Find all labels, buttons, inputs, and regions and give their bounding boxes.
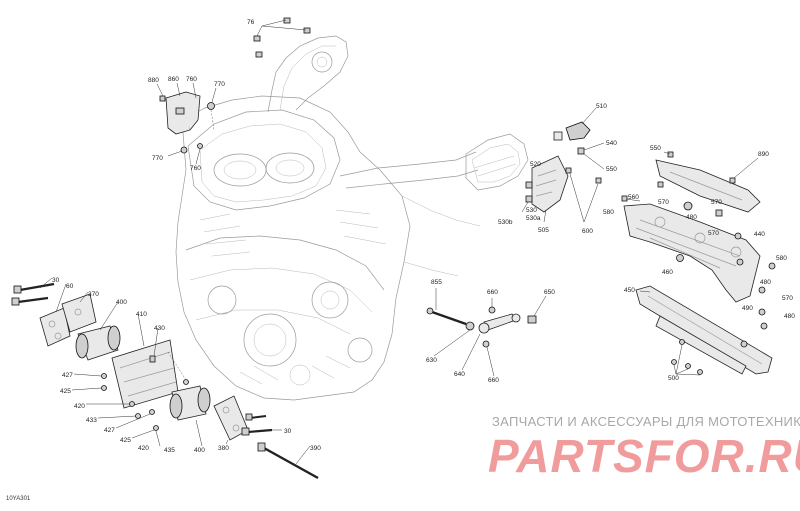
callout-480: 480 [686,214,697,221]
callout-420: 420 [74,403,85,410]
callout-760: 760 [186,76,197,83]
watermark: ЗАПЧАСТИ И АКСЕССУАРЫ ДЛЯ МОТОТЕХНИКИ PA… [488,414,800,482]
callout-427-lower: 427 [104,427,115,434]
callout-530: 530 [526,207,537,214]
callout-427: 427 [62,372,73,379]
callout-430: 430 [154,325,165,332]
callout-855: 855 [431,279,442,286]
engine-ghost-outline [175,35,481,401]
left-mount-assembly [11,277,319,480]
callout-770: 770 [214,81,225,88]
callout-370: 370 [88,291,99,298]
callout-650: 650 [544,289,555,296]
callout-570: 570 [658,199,669,206]
sensor-bracket-505-assembly [521,107,605,223]
callout-425-lower: 425 [120,437,131,444]
callout-440: 440 [754,231,765,238]
callout-580: 580 [603,209,614,216]
callout-480-right: 480 [760,279,771,286]
callout-880: 880 [148,77,159,84]
callout-425: 425 [60,388,71,395]
callout-600: 600 [582,228,593,235]
callout-400-lower: 400 [194,447,205,454]
callout-30-lower: 30 [284,428,292,435]
callout-433: 433 [86,417,97,424]
watermark-tagline: ЗАПЧАСТИ И АКСЕССУАРЫ ДЛЯ МОТОТЕХНИКИ [492,414,800,429]
bracket-860-assembly [156,82,217,165]
callout-505: 505 [538,227,549,234]
callout-860: 860 [168,76,179,83]
callout-510: 510 [596,103,607,110]
diagram-code: 10YA301 [6,496,31,502]
bracket-440-assembly [621,151,776,303]
callout-400: 400 [116,299,127,306]
callout-530a: 530a [526,215,541,222]
callout-760-lower: 760 [190,165,201,172]
callout-560: 560 [628,194,639,201]
callout-30: 30 [52,277,60,284]
callout-570-b: 570 [711,199,722,206]
callout-76: 76 [247,19,255,26]
callout-770-lower: 770 [152,155,163,162]
callout-490: 490 [742,305,753,312]
callout-500: 500 [668,375,679,382]
callout-580-right: 580 [776,255,787,262]
callout-420-lower: 420 [138,445,149,452]
callout-450: 450 [624,287,635,294]
callout-640: 640 [454,371,465,378]
callout-410: 410 [136,311,147,318]
callout-550-right: 550 [650,145,661,152]
callout-570-c: 570 [708,230,719,237]
bolt-set-76 [253,17,311,58]
watermark-brand: PARTSFOR.RU [488,430,800,482]
callout-890: 890 [758,151,769,158]
callout-460: 460 [662,269,673,276]
callout-530b: 530b [498,219,513,226]
callout-380: 380 [218,445,229,452]
rail-450-assembly [635,285,773,376]
callout-520: 520 [530,161,541,168]
callout-660-lower: 660 [488,377,499,384]
cylinder-head-ghost [465,133,529,191]
callout-480-c: 480 [784,313,795,320]
callout-570-d: 570 [782,295,793,302]
callout-540: 540 [606,140,617,147]
callout-660: 660 [487,289,498,296]
tie-rod-630-650 [426,288,547,377]
callout-labels: 76 880 860 760 770 770 760 510 540 520 5… [52,19,795,454]
callout-390: 390 [310,445,321,452]
callout-550: 550 [606,166,617,173]
callout-60: 60 [66,283,74,290]
callout-630: 630 [426,357,437,364]
callout-435: 435 [164,447,175,454]
